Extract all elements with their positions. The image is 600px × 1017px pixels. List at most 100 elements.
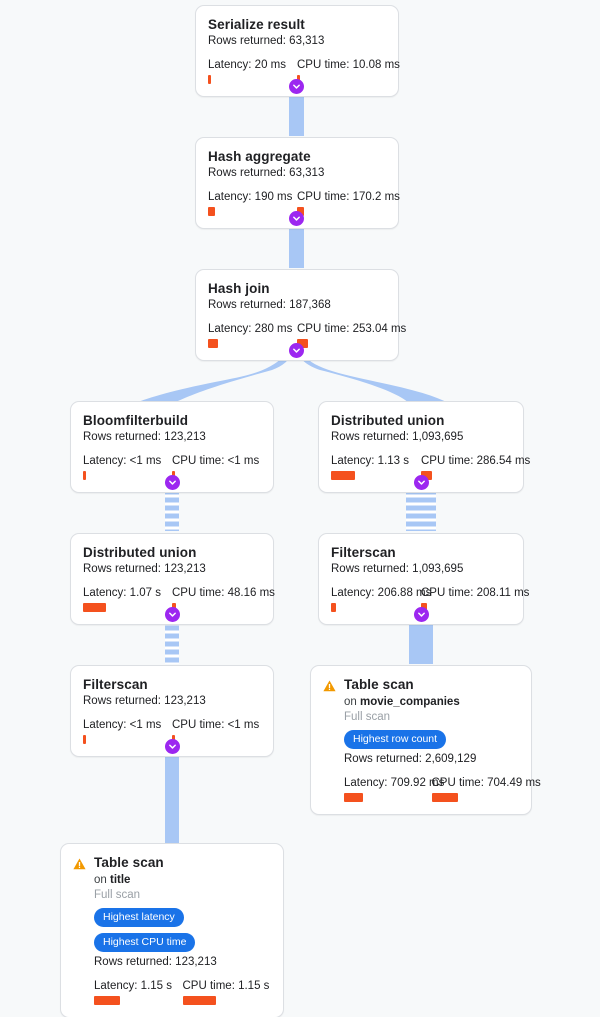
- latency-bar: [83, 735, 86, 744]
- latency-label: Latency: 709.92 ms: [344, 777, 445, 789]
- chevron-down-icon: [169, 744, 176, 749]
- node-rows-returned: Rows returned: 123,213: [94, 956, 217, 968]
- junction-distributed-union-right[interactable]: [414, 475, 429, 490]
- latency-bar: [344, 793, 363, 802]
- cpu-label: CPU time: 1.15 s: [182, 980, 270, 992]
- node-badges: Highest row count: [344, 730, 519, 749]
- latency-bar: [83, 471, 86, 480]
- badge-highest-row-count[interactable]: Highest row count: [344, 730, 447, 749]
- node-metrics: Latency: 709.92 ms CPU time: 704.49 ms: [344, 776, 541, 802]
- cpu-metric: CPU time: 208.11 ms: [421, 586, 530, 612]
- junction-hash-join[interactable]: [289, 343, 304, 358]
- node-title: Hash join: [208, 281, 270, 296]
- node-metrics: Latency: 20 ms CPU time: 10.08 ms: [208, 58, 400, 84]
- table-name: movie_companies: [360, 696, 460, 708]
- node-title: Filterscan: [83, 677, 148, 692]
- node-header: Hash aggregate Rows returned: 63,313: [208, 148, 386, 181]
- latency-metric: Latency: 1.07 s: [83, 586, 172, 612]
- node-badges: Highest latency Highest CPU time: [94, 908, 271, 952]
- latency-bar: [331, 603, 336, 612]
- cpu-label: CPU time: 170.2 ms: [297, 191, 400, 203]
- chevron-down-icon: [293, 348, 300, 353]
- cpu-label: CPU time: 208.11 ms: [421, 587, 530, 599]
- node-header: Bloomfilterbuild Rows returned: 123,213: [83, 412, 261, 445]
- node-scan-type: Full scan: [94, 889, 141, 901]
- junction-filterscan-left[interactable]: [165, 739, 180, 754]
- chevron-down-icon: [293, 216, 300, 221]
- junction-serialize-result[interactable]: [289, 79, 304, 94]
- latency-label: Latency: 190 ms: [208, 191, 293, 203]
- on-prefix: on: [94, 874, 110, 886]
- latency-bar: [208, 207, 215, 216]
- node-metrics: Latency: 190 ms CPU time: 170.2 ms: [208, 190, 400, 216]
- chevron-down-icon: [293, 84, 300, 89]
- latency-bar: [83, 603, 106, 612]
- node-title: Table scan: [94, 855, 164, 870]
- plan-node-table-scan-title[interactable]: Table scan on title Full scan Highest la…: [60, 843, 284, 1017]
- junction-bloomfilterbuild[interactable]: [165, 475, 180, 490]
- latency-label: Latency: 1.13 s: [331, 455, 409, 467]
- latency-label: Latency: <1 ms: [83, 719, 162, 731]
- node-rows-returned: Rows returned: 1,093,695: [331, 431, 464, 443]
- warning-icon: [73, 857, 86, 875]
- node-table-reference: on title: [94, 873, 271, 888]
- warning-icon: [323, 679, 336, 697]
- node-metrics: Latency: <1 ms CPU time: <1 ms: [83, 454, 261, 480]
- latency-bar: [331, 471, 355, 480]
- cpu-metric: CPU time: 704.49 ms: [431, 776, 541, 802]
- cpu-metric: CPU time: 48.16 ms: [172, 586, 275, 612]
- cpu-metric: CPU time: 1.15 s: [182, 979, 272, 1005]
- cpu-label: CPU time: <1 ms: [172, 719, 260, 731]
- cpu-bar: [431, 793, 458, 802]
- node-metrics: Latency: 1.07 s CPU time: 48.16 ms: [83, 586, 275, 612]
- cpu-metric: CPU time: <1 ms: [172, 454, 261, 480]
- cpu-bar: [421, 471, 432, 480]
- latency-label: Latency: <1 ms: [83, 455, 162, 467]
- chevron-down-icon: [418, 480, 425, 485]
- node-rows-returned: Rows returned: 123,213: [83, 695, 206, 707]
- node-rows-returned: Rows returned: 123,213: [83, 563, 206, 575]
- latency-label: Latency: 20 ms: [208, 59, 286, 71]
- table-name: title: [110, 874, 131, 886]
- latency-metric: Latency: 20 ms: [208, 58, 297, 84]
- node-table-reference: on movie_companies: [344, 695, 519, 710]
- plan-node-table-scan-movie-companies[interactable]: Table scan on movie_companies Full scan …: [310, 665, 541, 815]
- node-header: Serialize result Rows returned: 63,313: [208, 16, 386, 49]
- latency-metric: Latency: 280 ms: [208, 322, 297, 348]
- cpu-metric: CPU time: 253.04 ms: [297, 322, 407, 348]
- cpu-label: CPU time: 48.16 ms: [172, 587, 275, 599]
- latency-metric: Latency: 1.13 s: [331, 454, 421, 480]
- latency-metric: Latency: <1 ms: [83, 718, 172, 744]
- cpu-label: CPU time: 10.08 ms: [297, 59, 400, 71]
- cpu-metric: CPU time: 10.08 ms: [297, 58, 400, 84]
- node-header: Table scan on title Full scan Highest la…: [73, 854, 271, 1005]
- node-rows-returned: Rows returned: 1,093,695: [331, 563, 464, 575]
- cpu-label: CPU time: 704.49 ms: [431, 777, 541, 789]
- cpu-bar: [297, 339, 308, 348]
- latency-bar: [94, 996, 120, 1005]
- latency-metric: Latency: 190 ms: [208, 190, 297, 216]
- latency-metric: Latency: <1 ms: [83, 454, 172, 480]
- node-rows-returned: Rows returned: 187,368: [208, 299, 331, 311]
- chevron-down-icon: [418, 612, 425, 617]
- node-header: Filterscan Rows returned: 1,093,695: [331, 544, 511, 577]
- latency-bar: [208, 75, 211, 84]
- cpu-metric: CPU time: 286.54 ms: [421, 454, 530, 480]
- cpu-label: CPU time: 253.04 ms: [297, 323, 407, 335]
- node-title: Distributed union: [83, 545, 197, 560]
- node-title: Hash aggregate: [208, 149, 311, 164]
- node-title: Bloomfilterbuild: [83, 413, 189, 428]
- node-title: Filterscan: [331, 545, 396, 560]
- badge-highest-latency[interactable]: Highest latency: [94, 908, 184, 927]
- cpu-metric: CPU time: <1 ms: [172, 718, 261, 744]
- node-header: Table scan on movie_companies Full scan …: [323, 676, 541, 802]
- junction-distributed-union-left[interactable]: [165, 607, 180, 622]
- junction-filterscan-right[interactable]: [414, 607, 429, 622]
- node-rows-returned: Rows returned: 123,213: [83, 431, 206, 443]
- node-rows-returned: Rows returned: 2,609,129: [344, 753, 477, 765]
- junction-hash-aggregate[interactable]: [289, 211, 304, 226]
- node-scan-type: Full scan: [344, 711, 391, 723]
- node-metrics: Latency: 206.88 ms CPU time: 208.11 ms: [331, 586, 530, 612]
- badge-highest-cpu-time[interactable]: Highest CPU time: [94, 933, 196, 952]
